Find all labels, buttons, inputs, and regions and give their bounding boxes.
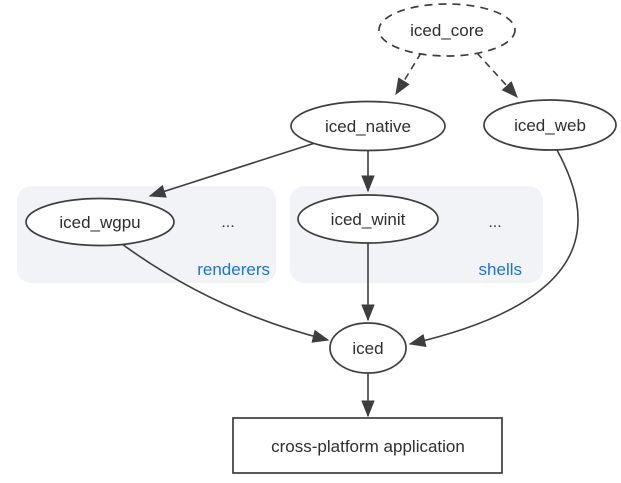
edge-iced-core-to-iced-web — [476, 52, 518, 98]
node-iced-label: iced — [352, 339, 383, 358]
node-iced-native-shape — [290, 100, 446, 152]
shells-ellipsis: ... — [488, 214, 501, 231]
edge-iced-core-to-iced-native — [395, 52, 422, 96]
node-iced-native-label: iced_native — [325, 117, 411, 136]
node-app-label: cross-platform application — [271, 437, 465, 456]
node-iced-winit-shape — [297, 194, 439, 244]
renderers-group-label: renderers — [197, 260, 270, 279]
node-iced-web-label: iced_web — [514, 116, 586, 135]
node-iced-winit-label: iced_winit — [331, 210, 406, 229]
shells-group-label: shells — [479, 260, 522, 279]
node-iced-shape — [329, 322, 407, 374]
node-iced-core-shape — [378, 3, 516, 57]
node-iced-wgpu-label: iced_wgpu — [59, 213, 140, 232]
node-app-shape — [232, 417, 503, 474]
renderers-ellipsis: ... — [221, 214, 234, 231]
edge-iced-wgpu-to-iced — [121, 243, 330, 343]
node-iced-core-label: iced_core — [410, 21, 484, 40]
edge-iced-native-to-iced-wgpu — [148, 142, 316, 198]
edge-iced-web-to-iced — [408, 149, 579, 348]
node-iced-web-shape — [483, 99, 617, 151]
node-iced-wgpu-shape — [25, 197, 175, 247]
